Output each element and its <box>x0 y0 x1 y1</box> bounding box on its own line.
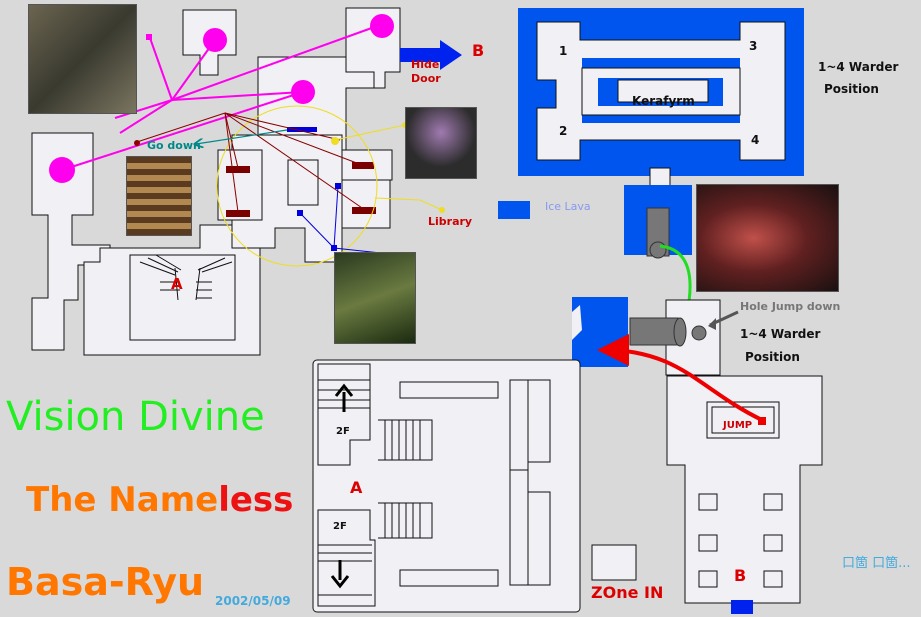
dragon-screenshot <box>696 184 839 292</box>
kerafyrm-label: Kerafyrm <box>632 94 695 108</box>
b-marker-bottom: B <box>734 566 747 585</box>
warder-2: 2 <box>559 124 568 138</box>
guild-title: Vision Divine <box>6 394 265 440</box>
blue-door <box>287 127 317 132</box>
guild-name-mid: ame <box>136 480 219 520</box>
library-label: Library <box>428 215 473 228</box>
map-date: 2002/05/09 <box>215 594 291 608</box>
kerafyrm-lair <box>518 8 804 176</box>
warder-position-top: 1~4 Warder <box>818 60 899 74</box>
go-down-label: Go down <box>147 139 201 152</box>
hide-door-label: Hide <box>411 58 440 71</box>
lower-right-complex <box>666 375 823 604</box>
lava-channel <box>624 167 692 259</box>
bookshelf-screenshot <box>126 156 192 236</box>
warder-position-mid-2: Position <box>745 350 800 364</box>
room-a-stairs <box>129 254 236 341</box>
guild-name-prefix: The N <box>26 480 137 520</box>
hide-door-arrow <box>400 40 462 70</box>
corner-note: 口箇 口箇... <box>842 556 911 571</box>
guild-name-suffix: less <box>218 480 294 520</box>
hide-door-label-2: Door <box>411 72 441 85</box>
room-a-label: A <box>171 275 183 293</box>
jump-label: JUMP <box>723 420 753 431</box>
floor-2f-top: 2F <box>336 426 350 437</box>
warder-4: 4 <box>751 133 760 147</box>
warder-1: 1 <box>559 44 568 58</box>
arrow-up-icon <box>334 383 354 412</box>
hole-room <box>572 297 739 376</box>
red-doors <box>226 162 376 217</box>
b-marker-top: B <box>472 41 485 60</box>
guild-name: The Nameless <box>26 480 293 520</box>
warder-position-top-2: Position <box>824 82 879 96</box>
goblet-screenshot <box>405 107 477 179</box>
zone-b-entry <box>731 600 753 614</box>
library-area-circle <box>216 105 378 267</box>
ice-lava-legend <box>498 201 530 219</box>
warder-3: 3 <box>749 39 758 53</box>
hole-jump-down-label: Hole Jump down <box>740 300 841 313</box>
route-lines <box>136 112 366 213</box>
bottom-complex <box>312 359 637 613</box>
ice-lava-label: Ice Lava <box>545 200 591 213</box>
warder-position-mid: 1~4 Warder <box>740 327 821 341</box>
statue-screenshot <box>28 4 137 114</box>
zone-in-label: ZOne IN <box>591 583 664 602</box>
author-name: Basa-Ryu <box>6 560 205 604</box>
jump-arrow <box>597 334 763 422</box>
spawn-markers <box>49 14 394 183</box>
floor-2f-bottom: 2F <box>333 521 347 532</box>
creature-screenshot <box>334 252 416 344</box>
room-a-bottom-label: A <box>350 478 363 497</box>
arrow-down-icon <box>330 560 350 589</box>
